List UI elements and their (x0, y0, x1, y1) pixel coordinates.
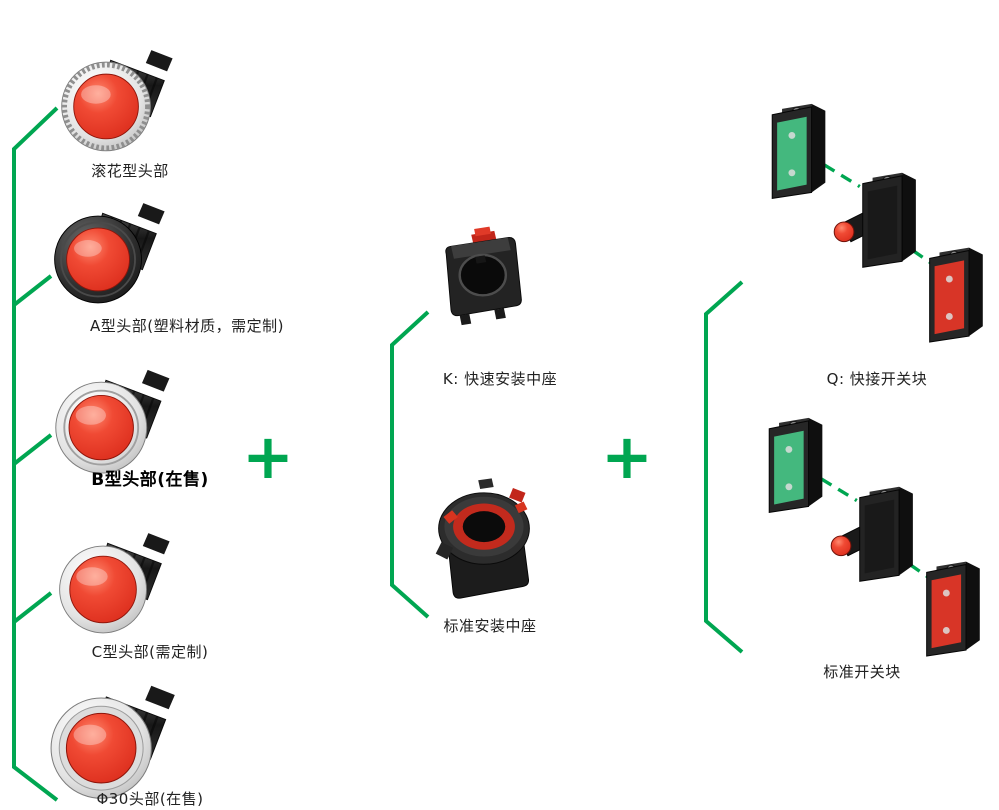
red-button-face (66, 227, 130, 292)
dashed-connector (823, 163, 861, 189)
release-lever (435, 542, 454, 560)
b-type-head-label: B型头部(在售) (91, 470, 209, 490)
bezel-ring (60, 221, 136, 298)
red-clip-top (474, 226, 491, 237)
knurl-ring (61, 62, 151, 151)
contact-block-red (929, 247, 983, 343)
plus-icon-2: + (601, 420, 653, 493)
a-type-head-label: A型头部(塑料材质，需定制) (90, 317, 284, 335)
actuator-knob (142, 533, 170, 555)
contact-block-green (768, 417, 823, 513)
left-bracket-branch-3 (12, 591, 53, 624)
actuator-knob (141, 369, 170, 392)
red-button-face (69, 555, 137, 624)
red-button-face (68, 394, 134, 461)
red-clip (509, 488, 526, 503)
contact-block-red (926, 561, 980, 657)
a-type-head-illustration (50, 198, 172, 308)
actuator-knob (137, 203, 165, 225)
right-bracket-line (704, 280, 744, 654)
highlight (73, 724, 107, 746)
middle-bracket-line (390, 310, 430, 619)
base-plate-bevel (451, 237, 511, 259)
knurled-head-illustration (58, 45, 180, 155)
actuator-knob (145, 685, 175, 710)
keyway-notch (475, 255, 487, 264)
foot-left (459, 314, 472, 326)
quick-switch-block-label: Q: 快接开关块 (826, 370, 928, 388)
highlight (75, 405, 106, 425)
green-panel (774, 430, 804, 505)
highlight (81, 85, 111, 104)
mount-hole-rim (458, 253, 508, 297)
red-tab-right (514, 501, 528, 514)
c-type-head-label: C型头部(需定制) (91, 643, 209, 661)
green-panel (777, 116, 807, 191)
red-button-face (73, 73, 139, 140)
lamp-block (833, 172, 916, 268)
quick-mount-base-label: K: 快速安装中座 (442, 370, 558, 388)
mount-hole (459, 254, 506, 296)
red-panel (934, 260, 965, 335)
highlight (74, 240, 102, 257)
actuator-knob (145, 50, 173, 72)
black-clip (478, 478, 494, 489)
red-lens (830, 535, 852, 557)
knurled-head-label: 滚花型头部 (91, 162, 169, 180)
phi30-head-label: Φ30头部(在售) (96, 790, 204, 808)
red-button-face (65, 712, 137, 784)
left-bracket-branch-2 (12, 433, 53, 466)
red-tab-left (443, 510, 458, 524)
center-hole (462, 511, 506, 543)
lamp-block (830, 486, 913, 582)
contact-block-green (771, 103, 826, 199)
left-bracket-branch-1 (12, 274, 53, 307)
standard-mount-base-label: 标准安装中座 (443, 617, 537, 635)
quick-mount-base-illustration (427, 225, 527, 333)
plus-icon-1: + (242, 420, 294, 493)
standard-switch-block-label: 标准开关块 (823, 663, 901, 681)
foot-right (494, 308, 506, 320)
standard-mount-base-illustration (428, 478, 540, 610)
red-panel (931, 574, 962, 649)
b-type-head-illustration (52, 365, 177, 477)
red-lens (833, 221, 855, 243)
standard-switch-block-group (762, 412, 987, 658)
highlight (76, 567, 108, 586)
c-type-head-illustration (55, 528, 177, 638)
dashed-connector (820, 477, 858, 503)
bezel-ring (63, 389, 140, 466)
quick-switch-block-group (765, 98, 990, 344)
phi30-head-illustration (48, 682, 183, 800)
